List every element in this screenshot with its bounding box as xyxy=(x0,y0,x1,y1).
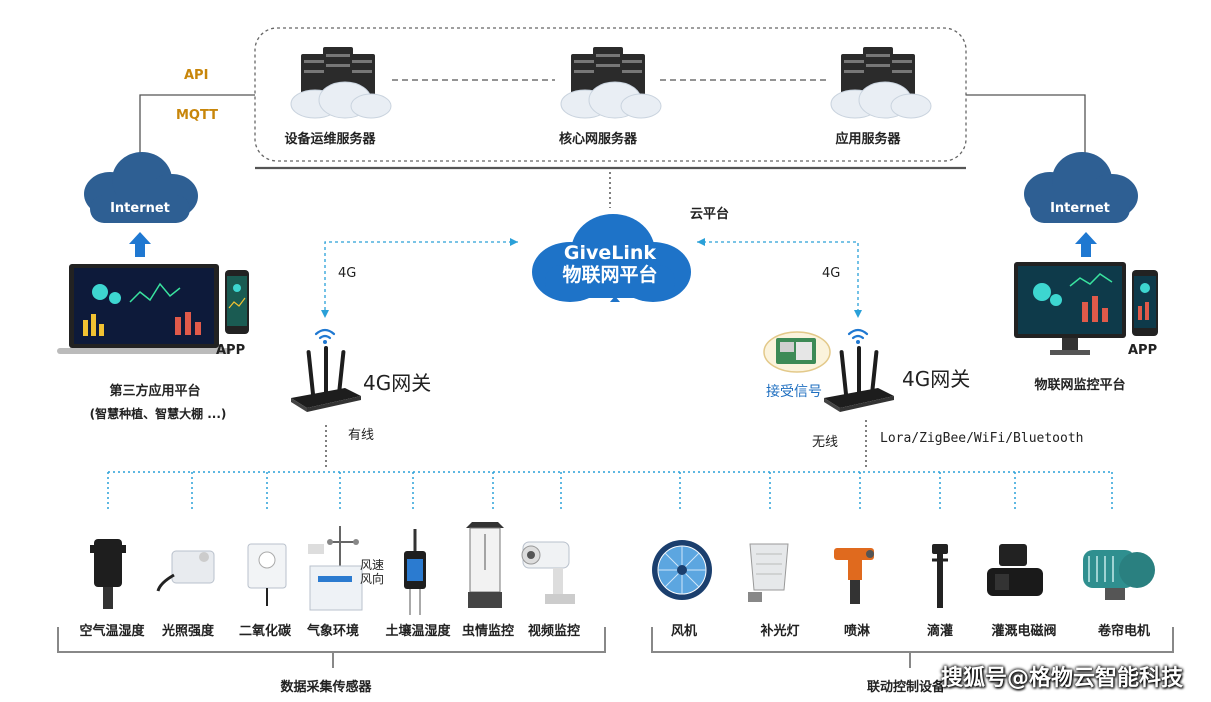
soil-sensor-icon xyxy=(404,529,426,615)
sensor-label: 光照强度 xyxy=(161,624,215,639)
controller-label: 风机 xyxy=(670,624,698,639)
internet-right-label: Internet xyxy=(1050,201,1110,216)
server-icon xyxy=(290,47,392,119)
platform-cloud-icon xyxy=(532,214,691,302)
wifi-icon xyxy=(847,328,869,340)
mqtt-label: MQTT xyxy=(176,108,219,123)
monitor-platform-title: 物联网监控平台 xyxy=(1034,378,1126,393)
drip-emitter-icon xyxy=(932,544,948,608)
curtain-motor-icon xyxy=(1083,550,1155,600)
light-sensor-icon xyxy=(156,550,215,592)
fan-icon xyxy=(652,540,712,600)
platform-title-line2: 物联网平台 xyxy=(562,264,658,286)
gateway-left-title: 4G网关 xyxy=(363,371,432,395)
sensor-label: 虫情监控 xyxy=(461,624,515,639)
laptop-dashboard-icon xyxy=(57,264,249,354)
weather-side-label: 风速 风向 xyxy=(360,558,390,586)
controller-label: 滴灌 xyxy=(926,624,954,639)
sensor-label: 土壤温湿度 xyxy=(385,624,451,639)
weather-station-icon xyxy=(308,526,363,611)
cloud-platform-label: 云平台 xyxy=(690,207,730,222)
internet-left-label: Internet xyxy=(110,201,170,216)
api-label: API xyxy=(184,68,209,83)
device-ops-server-label: 设备运维服务器 xyxy=(284,132,376,147)
sensor-label: 空气温湿度 xyxy=(79,624,145,639)
fill-light-icon xyxy=(748,543,789,602)
watermark: 搜狐号@格物云智能科技 xyxy=(940,666,1183,691)
third-party-subtitle: (智慧种植、智慧大棚 ...) xyxy=(89,407,227,421)
platform-title: GiveLink 物联网平台 xyxy=(525,242,695,286)
gateway-right-link: 无线 xyxy=(812,435,839,450)
controller-label: 灌溉电磁阀 xyxy=(991,624,1057,639)
link-4g-left: 4G xyxy=(338,266,357,281)
sensor-label: 视频监控 xyxy=(527,624,581,639)
controller-label: 喷淋 xyxy=(843,624,871,639)
monitor-app-label: APP xyxy=(1128,343,1158,358)
module-signal-label: 接受信号 xyxy=(766,384,822,400)
monitor-dashboard-icon xyxy=(1014,262,1158,355)
third-party-title: 第三方应用平台 xyxy=(109,384,201,399)
gateway-right-title: 4G网关 xyxy=(902,367,971,391)
internet-cloud-icon xyxy=(84,152,198,223)
insect-monitor-icon xyxy=(466,522,504,608)
controller-label: 卷帘电机 xyxy=(1097,624,1151,639)
solenoid-valve-icon xyxy=(987,544,1043,596)
gateway-left-link: 有线 xyxy=(348,428,375,443)
link-4g-right: 4G xyxy=(822,266,841,281)
sensor-label: 二氧化碳 xyxy=(238,624,292,639)
video-camera-icon xyxy=(521,541,575,604)
third-party-app-label: APP xyxy=(216,343,246,358)
server-icon xyxy=(830,47,932,119)
arrow-up-icon xyxy=(1075,232,1097,257)
arrow-up-icon xyxy=(129,232,151,257)
controller-label: 补光灯 xyxy=(760,624,800,639)
controller-group-title: 联动控制设备 xyxy=(866,680,946,695)
module-board-icon xyxy=(763,331,831,373)
sprinkler-icon xyxy=(834,548,874,604)
router-icon xyxy=(291,328,361,412)
air-humidity-sensor-icon xyxy=(90,539,126,609)
co2-sensor-icon xyxy=(247,543,287,606)
platform-title-line1: GiveLink xyxy=(563,242,657,264)
sensor-group-title: 数据采集传感器 xyxy=(280,680,372,695)
router-icon xyxy=(824,328,894,412)
wireless-protocols-label: Lora/ZigBee/WiFi/Bluetooth xyxy=(880,431,1084,446)
wifi-icon xyxy=(314,328,336,340)
internet-cloud-icon xyxy=(1024,152,1138,223)
app-server-label: 应用服务器 xyxy=(835,132,901,147)
core-server-label: 核心网服务器 xyxy=(558,132,638,147)
server-icon xyxy=(560,47,662,119)
weather-side-text: 风速 风向 xyxy=(360,558,385,586)
sensor-label: 气象环境 xyxy=(306,624,360,639)
